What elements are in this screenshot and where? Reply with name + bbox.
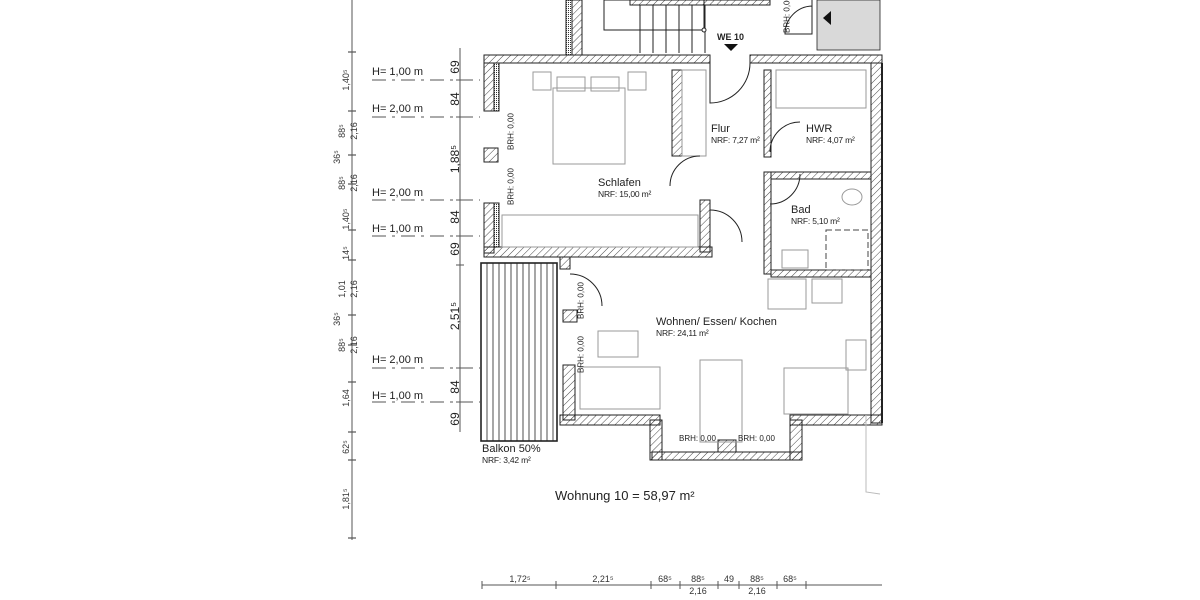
room-name: Wohnen/ Essen/ Kochen	[656, 316, 777, 328]
dimension-value: 1,88⁵	[448, 144, 462, 174]
outer-dimension-line	[348, 0, 356, 540]
dimension-value: 2,16	[349, 336, 359, 354]
height-label: H= 2,00 m	[372, 103, 424, 115]
dimension-value: 84	[448, 210, 462, 224]
room-area: NRF: 4,07 m²	[806, 135, 855, 145]
bottom-dimension-line	[481, 581, 882, 589]
room-flur: Flur NRF: 7,27 m²	[711, 123, 760, 145]
room-schlafen: Schlafen NRF: 15,00 m²	[598, 177, 651, 199]
room-name: HWR	[806, 123, 833, 135]
doors	[569, 62, 801, 307]
room-area: NRF: 24,11 m²	[656, 328, 709, 338]
height-label: H= 1,00 m	[372, 223, 424, 235]
room-name: Flur	[711, 123, 730, 135]
dimension-value: 2,21⁵	[592, 574, 614, 584]
balcony-decking	[480, 262, 558, 442]
brh-label: BRH: 0,00	[738, 434, 775, 443]
dimension-value: 69	[448, 412, 462, 426]
dimension-value: 68⁵	[658, 574, 672, 584]
dimension-value: 2,16	[689, 586, 707, 596]
dimension-value: 2,16	[349, 122, 359, 140]
triangle-left-icon	[823, 11, 831, 25]
triangle-down-icon	[724, 44, 738, 51]
room-area: NRF: 15,00 m²	[598, 189, 652, 199]
dimension-value: 2,16	[349, 280, 359, 298]
dimension-value: 1,64	[341, 389, 351, 407]
dimension-value: 49	[723, 574, 734, 584]
dimension-value: 1,40⁵	[341, 208, 351, 230]
height-label: H= 1,00 m	[372, 66, 424, 78]
dimension-value: 88⁵	[337, 176, 347, 190]
dimension-value: 1,81⁵	[341, 488, 351, 510]
dimension-value: 84	[448, 380, 462, 394]
room-area: NRF: 3,42 m²	[482, 455, 531, 465]
room-wohnen-essen-kochen: Wohnen/ Essen/ Kochen NRF: 24,11 m²	[656, 316, 777, 338]
height-label: H= 1,00 m	[372, 390, 424, 402]
dimension-value: 1,72⁵	[509, 574, 531, 584]
room-balkon: Balkon 50% NRF: 3,42 m²	[482, 443, 541, 465]
height-label: H= 2,00 m	[372, 187, 424, 199]
room-name: Balkon 50%	[482, 443, 541, 455]
room-area: NRF: 7,27 m²	[711, 135, 760, 145]
dimension-value: 88⁵	[750, 574, 764, 584]
dimension-value: 88⁵	[691, 574, 705, 584]
height-label: H= 2,00 m	[372, 354, 424, 366]
brh-label: BRH: 0,00	[576, 282, 586, 319]
staircase	[565, 0, 771, 56]
dimension-value: 2,51⁵	[448, 301, 462, 331]
dimension-value: 62⁵	[341, 440, 351, 454]
dimension-value: 84	[448, 92, 462, 106]
apartment-marker: WE 10	[717, 32, 745, 42]
room-area: NRF: 5,10 m²	[791, 216, 840, 226]
room-bad: Bad NRF: 5,10 m²	[791, 204, 840, 226]
dimension-value: 2,16	[349, 174, 359, 192]
dimension-value: 69	[448, 60, 462, 74]
dimension-value: 68⁵	[783, 574, 797, 584]
dimension-value: 2,16	[748, 586, 766, 596]
brh-label: BRH: 0,00	[679, 434, 716, 443]
dimension-value: 1,40⁵	[341, 69, 351, 91]
dimension-value: 1,01	[337, 280, 347, 298]
dimension-value: 69	[448, 242, 462, 256]
brh-label: BRH: 0,00	[782, 0, 792, 33]
brh-label: BRH: 0,00	[576, 336, 586, 373]
brh-label: BRH: 0,00	[506, 113, 516, 150]
furniture	[501, 69, 867, 443]
dimension-value: 88⁵	[337, 338, 347, 352]
room-hwr: HWR NRF: 4,07 m²	[806, 123, 855, 145]
room-name: Schlafen	[598, 177, 641, 189]
apartment-total-area: Wohnung 10 = 58,97 m²	[555, 488, 695, 503]
walls	[483, 54, 883, 461]
brh-label: BRH: 0,00	[506, 168, 516, 205]
room-name: Bad	[791, 204, 811, 216]
dimension-value: 14⁵	[341, 246, 351, 260]
stairwell-grey	[816, 0, 881, 51]
